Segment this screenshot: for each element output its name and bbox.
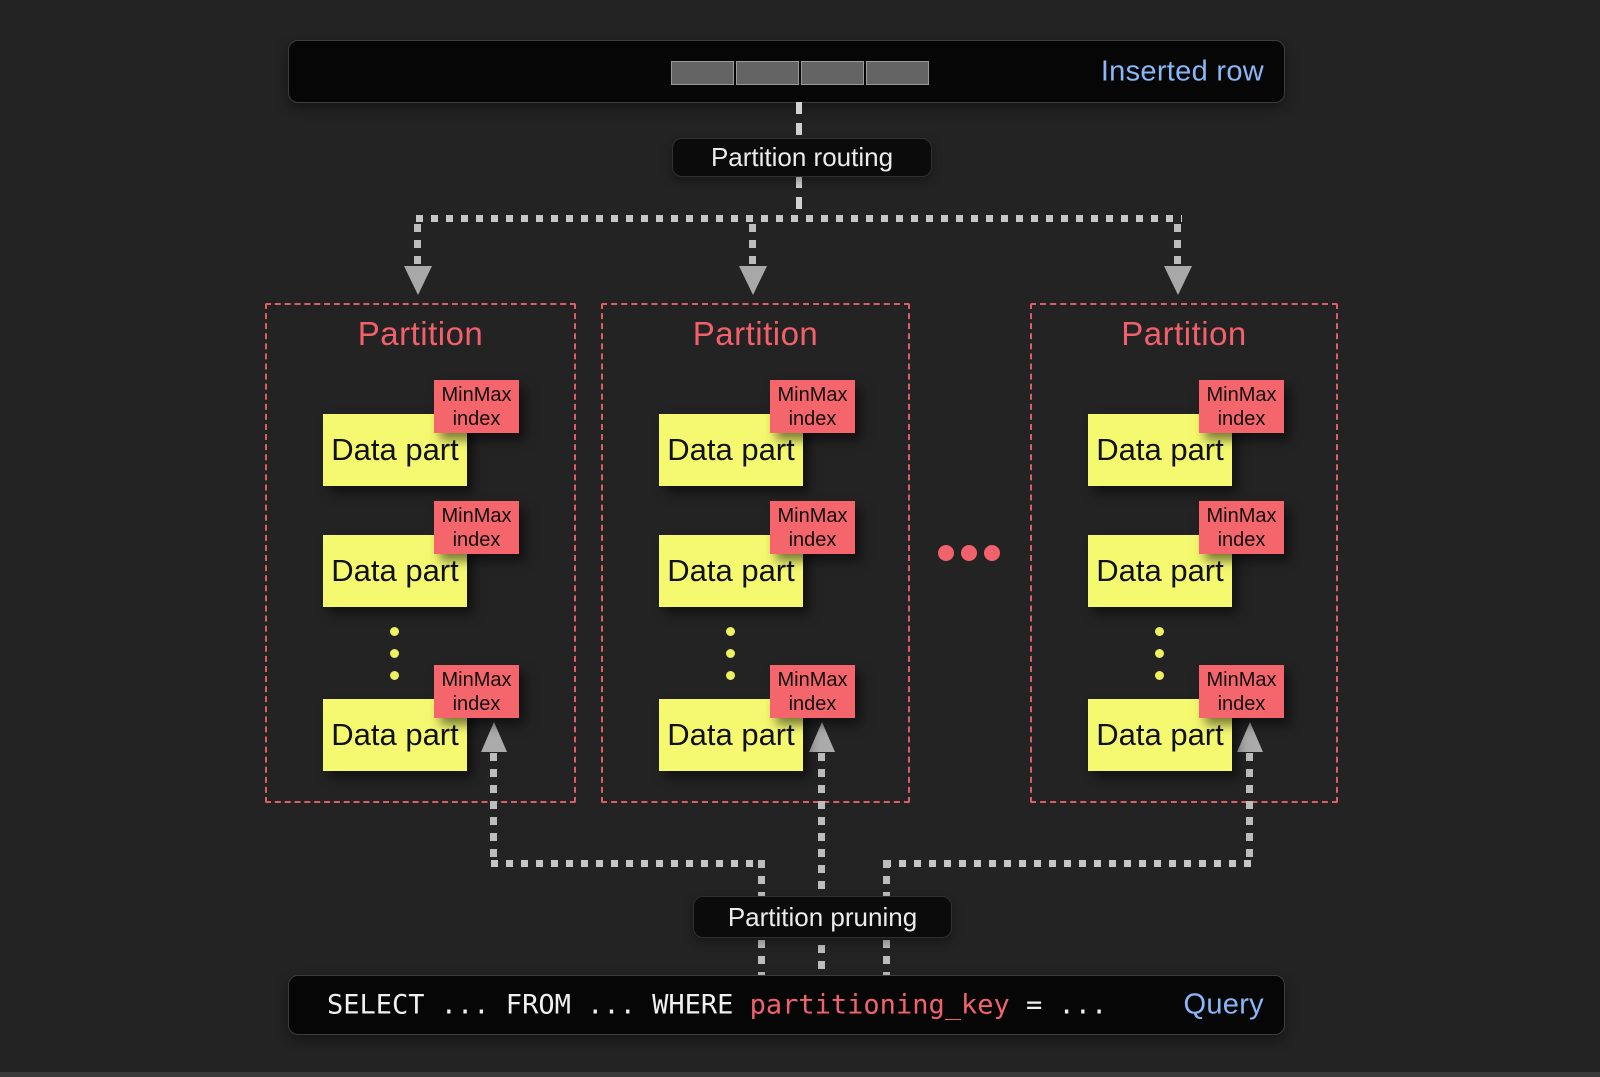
down-arrow-shaft-left: [414, 224, 421, 266]
partition-title: Partition: [692, 315, 819, 352]
minmax-index-tag: MinMax index: [1199, 501, 1284, 554]
minmax-index-tag: MinMax index: [770, 665, 855, 718]
minmax-line1: MinMax: [777, 669, 848, 691]
up-arrow-icon: [481, 722, 507, 752]
minmax-line1: MinMax: [441, 384, 512, 406]
minmax-line1: MinMax: [1206, 669, 1277, 691]
minmax-index-tag: MinMax index: [434, 501, 519, 554]
query-bar: SELECT ... FROM ... WHERE partitioning_k…: [288, 975, 1285, 1035]
minmax-line1: MinMax: [1206, 505, 1277, 527]
pruning-line-left-vertical: [490, 753, 497, 863]
data-part: Data part: [323, 699, 467, 771]
partition-box-2: Partition MinMax index Data part MinMax …: [601, 303, 910, 803]
pruning-line-left-horizontal: [491, 860, 765, 867]
partition-title: Partition: [357, 315, 484, 352]
minmax-index-tag: MinMax index: [770, 501, 855, 554]
up-arrow-icon: [809, 722, 835, 752]
minmax-index-tag: MinMax index: [1199, 380, 1284, 433]
inserted-row-label: Inserted row: [1100, 55, 1264, 87]
routing-connector-bottom: [796, 176, 802, 218]
query-label: Query: [1183, 988, 1264, 1021]
sql-text: SELECT ... FROM ... WHERE partitioning_k…: [327, 990, 1107, 1021]
minmax-line1: MinMax: [1206, 384, 1277, 406]
sql-prefix: SELECT ... FROM ... WHERE: [327, 989, 750, 1021]
minmax-line2: index: [452, 693, 501, 715]
down-arrow-shaft-middle: [749, 224, 756, 266]
minmax-index-tag: MinMax index: [434, 380, 519, 433]
up-arrow-icon: [1237, 722, 1263, 752]
row-cell: [866, 61, 929, 85]
minmax-line1: MinMax: [777, 384, 848, 406]
minmax-line1: MinMax: [777, 505, 848, 527]
minmax-line2: index: [788, 529, 837, 551]
down-arrow-icon: [1164, 266, 1192, 295]
minmax-line2: index: [1217, 408, 1266, 430]
inserted-row-bar: Inserted row: [288, 40, 1285, 103]
minmax-line2: index: [1217, 693, 1266, 715]
minmax-line2: index: [452, 408, 501, 430]
row-cell: [736, 61, 799, 85]
minmax-line2: index: [1217, 529, 1266, 551]
pruning-line-right-horizontal: [884, 860, 1254, 867]
partitions-ellipsis-dots: [938, 545, 1000, 561]
data-part: Data part: [1088, 535, 1232, 607]
sql-suffix: = ...: [1009, 989, 1108, 1021]
minmax-index-tag: MinMax index: [434, 665, 519, 718]
minmax-index-tag: MinMax index: [1199, 665, 1284, 718]
more-parts-dots: [1155, 627, 1164, 680]
down-arrow-shaft-right: [1174, 224, 1181, 266]
partition-title: Partition: [1121, 315, 1247, 352]
sql-partitioning-key: partitioning_key: [749, 989, 1010, 1021]
minmax-line2: index: [788, 693, 837, 715]
row-cell: [801, 61, 864, 85]
data-part: Data part: [1088, 699, 1232, 771]
minmax-line2: index: [452, 529, 501, 551]
fanout-line: [416, 215, 1182, 222]
down-arrow-icon: [404, 266, 432, 295]
minmax-line1: MinMax: [441, 505, 512, 527]
minmax-line1: MinMax: [441, 669, 512, 691]
minmax-index-tag: MinMax index: [770, 380, 855, 433]
more-parts-dots: [726, 627, 735, 680]
window-bottom-edge: [0, 1072, 1600, 1077]
more-parts-dots: [390, 627, 399, 680]
pruning-line-right-vertical: [1246, 753, 1253, 863]
partition-box-1: Partition MinMax index Data part MinMax …: [265, 303, 576, 803]
partition-routing-label: Partition routing: [672, 138, 932, 177]
data-part: Data part: [323, 535, 467, 607]
inserted-row-cells: [671, 61, 929, 85]
routing-connector-top: [796, 102, 802, 138]
down-arrow-icon: [739, 266, 767, 295]
pruning-line-middle-vertical: [818, 753, 825, 975]
partition-box-3: Partition MinMax index Data part MinMax …: [1030, 303, 1338, 803]
partition-pruning-label: Partition pruning: [693, 896, 952, 938]
row-cell: [671, 61, 734, 85]
minmax-line2: index: [788, 408, 837, 430]
